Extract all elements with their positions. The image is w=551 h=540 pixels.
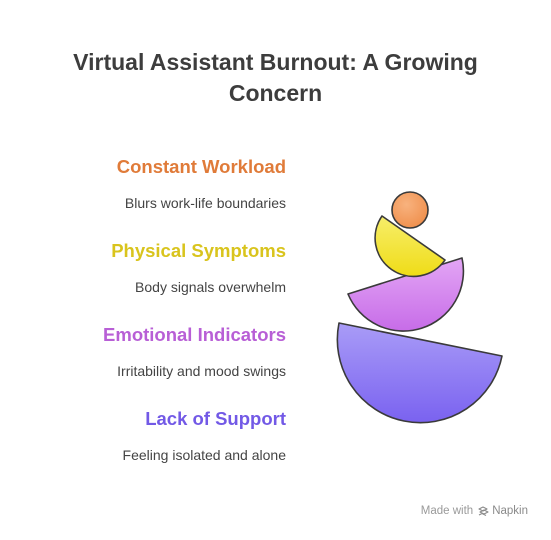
napkin-brand-label: Napkin xyxy=(492,505,528,517)
item-heading-constant-workload: Constant Workload xyxy=(116,156,286,177)
napkin-brand[interactable]: Napkin xyxy=(478,505,528,517)
item-heading-lack-of-support: Lack of Support xyxy=(145,408,286,429)
item-desc-constant-workload: Blurs work-life boundaries xyxy=(124,195,286,211)
footer-prefix: Made with xyxy=(420,505,474,517)
item-desc-lack-of-support: Feeling isolated and alone xyxy=(122,447,286,463)
bowl-yellow-shape xyxy=(374,215,446,278)
item-heading-physical-symptoms: Physical Symptoms xyxy=(111,240,286,261)
item-heading-emotional-indicators: Emotional Indicators xyxy=(103,324,286,345)
ball-orange-shape xyxy=(391,191,429,229)
item-desc-physical-symptoms: Body signals overwhelm xyxy=(135,279,286,295)
bowl-violet-shape xyxy=(336,322,503,424)
item-desc-emotional-indicators: Irritability and mood swings xyxy=(117,363,286,379)
title-line-2: Concern xyxy=(228,80,323,106)
page-title: Virtual Assistant Burnout: A Growing Con… xyxy=(0,47,551,109)
napkin-logo-icon xyxy=(478,505,489,516)
title-line-1: Virtual Assistant Burnout: A Growing xyxy=(73,49,478,75)
footer-attribution: Made with Napkin xyxy=(421,505,528,517)
bowl-purple-shape xyxy=(347,257,465,332)
